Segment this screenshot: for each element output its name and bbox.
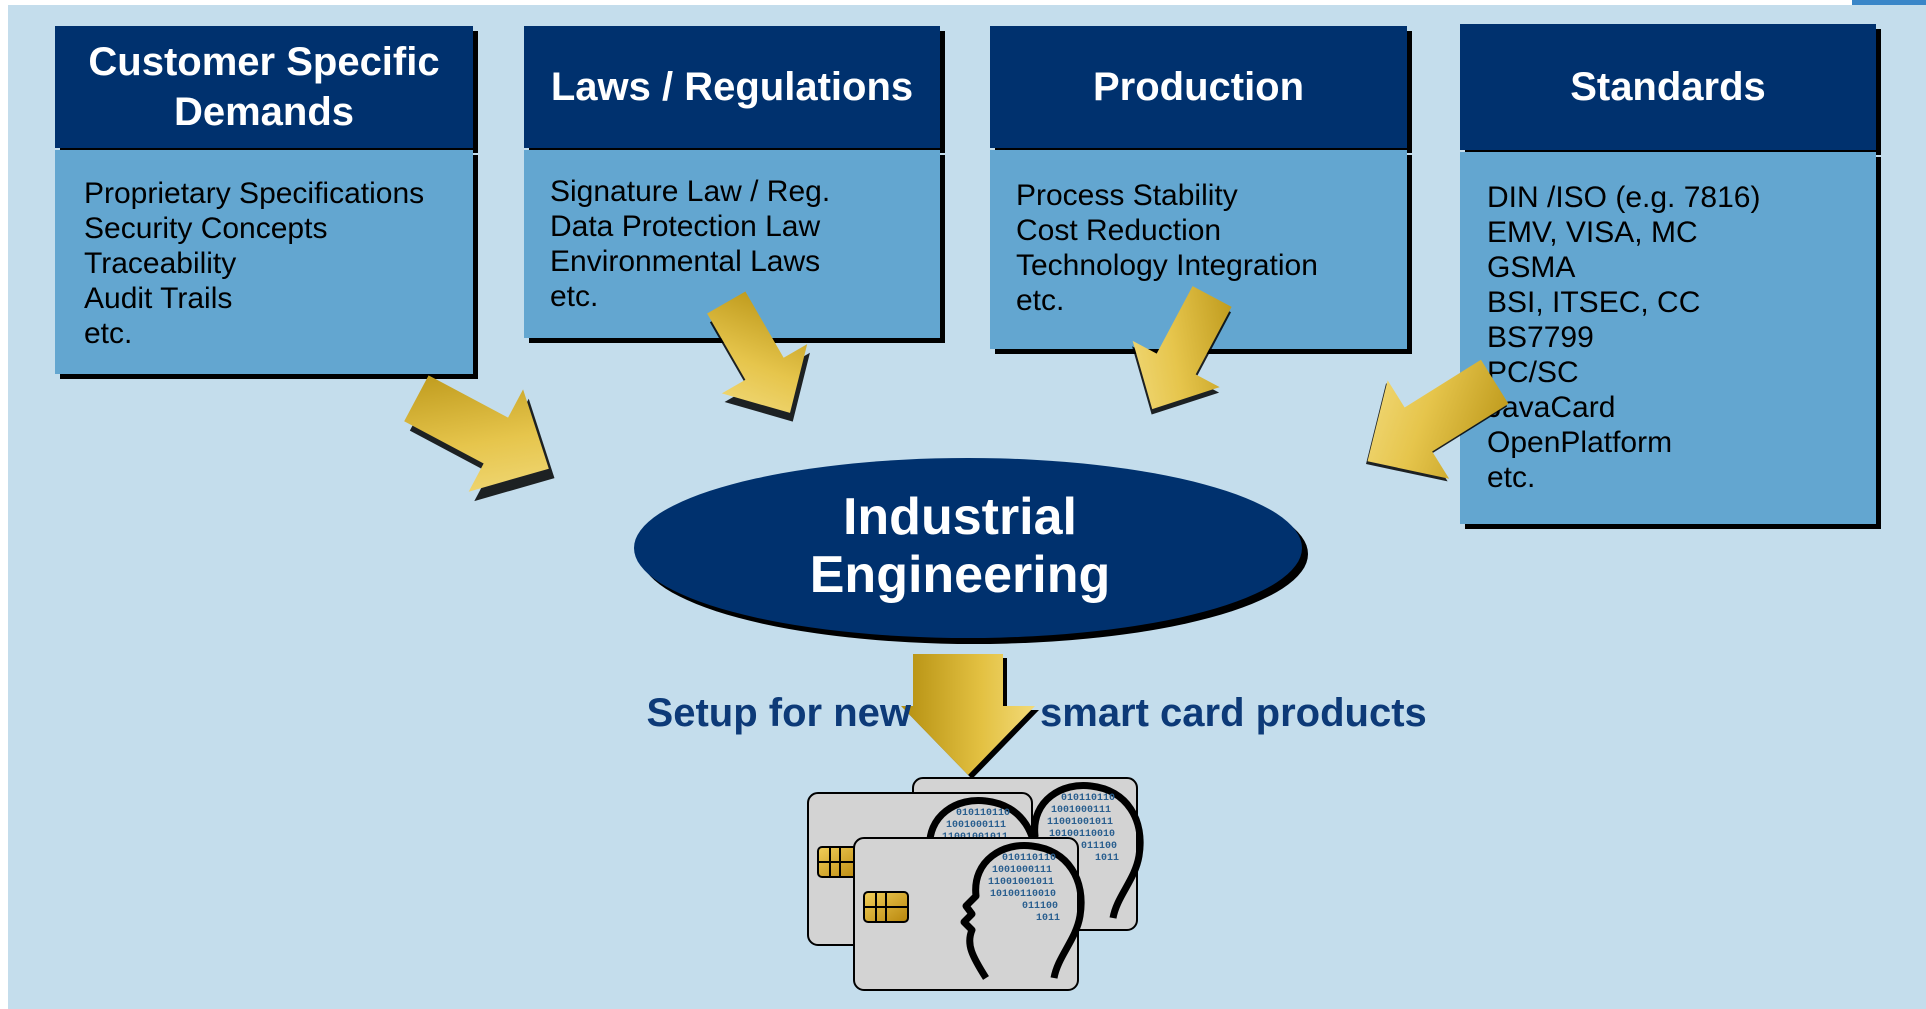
list-item: Signature Law / Reg.: [550, 175, 831, 208]
list-item: etc.: [84, 317, 133, 350]
title-line: Industrial: [842, 488, 1077, 546]
list-item: DIN /ISO (e.g. 7816): [1487, 181, 1761, 214]
list-item: etc.: [1487, 461, 1536, 494]
list-item: BSI, ITSEC, CC: [1487, 286, 1701, 319]
box-title: Production: [1092, 65, 1305, 109]
box-customer-demands: Customer Specific Demands Proprietary Sp…: [55, 26, 473, 374]
list-item: Technology Integration: [1016, 249, 1318, 282]
list-item: Audit Trails: [84, 282, 233, 315]
list-item: GSMA: [1487, 251, 1576, 284]
caption-right: smart card products: [1040, 691, 1427, 735]
gold-arrow-icon: [1108, 273, 1256, 438]
box-title: Standards: [1570, 65, 1766, 109]
list-item: OpenPlatform: [1487, 426, 1673, 459]
item-list: DIN /ISO (e.g. 7816) EMV, VISA, MC GSMA …: [1460, 152, 1876, 495]
list-item: Cost Reduction: [1016, 214, 1222, 247]
box-header: Production: [990, 26, 1407, 148]
list-item: Process Stability: [1016, 179, 1238, 212]
binary-text: 1001000111: [1051, 805, 1111, 816]
gold-arrow-icon: [389, 347, 582, 530]
title-line: Engineering: [809, 546, 1111, 604]
binary-text: 010110110: [1002, 853, 1056, 864]
binary-text: 11001001011: [988, 877, 1054, 888]
list-item: etc.: [550, 280, 599, 313]
box-title: Customer Specific Demands: [88, 40, 440, 134]
industrial-engineering-ellipse: [634, 458, 1308, 644]
list-item: Data Protection Law: [550, 210, 821, 243]
box-body: Proprietary Specifications Security Conc…: [55, 150, 473, 374]
list-item: etc.: [1016, 284, 1065, 317]
box-header: Laws / Regulations: [524, 26, 940, 148]
box-header: Standards: [1460, 24, 1876, 150]
binary-text: 011100: [1022, 901, 1058, 912]
gold-arrow-icon: [901, 654, 1039, 779]
binary-text: 1001000111: [946, 820, 1006, 831]
chip-icon: [863, 891, 909, 923]
box-standards: Standards DIN /ISO (e.g. 7816) EMV, VISA…: [1460, 24, 1876, 524]
binary-text: 1001000111: [992, 865, 1052, 876]
box-title: Laws / Regulations: [550, 65, 914, 109]
gold-arrow-icon: [683, 277, 836, 447]
list-item: PC/SC: [1487, 356, 1579, 389]
gold-arrow-icon: [1335, 332, 1526, 514]
box-body: Signature Law / Reg. Data Protection Law…: [524, 150, 940, 338]
binary-text: 010110110: [956, 808, 1010, 819]
list-item: Security Concepts: [84, 212, 328, 245]
list-item: Traceability: [84, 247, 237, 280]
box-header: Customer Specific Demands: [55, 26, 473, 148]
box-laws-regulations: Laws / Regulations Signature Law / Reg. …: [524, 26, 940, 338]
list-item: Environmental Laws: [550, 245, 821, 278]
item-list: Proprietary Specifications Security Conc…: [55, 150, 473, 351]
binary-text: 011100: [1081, 841, 1117, 852]
binary-text: 11001001011: [1047, 817, 1113, 828]
binary-text: 1011: [1036, 913, 1060, 924]
item-list: Process Stability Cost Reduction Technol…: [990, 150, 1407, 318]
list-item: BS7799: [1487, 321, 1594, 354]
binary-text: 010110110: [1061, 793, 1115, 804]
list-item: JavaCard: [1487, 391, 1616, 424]
box-body: DIN /ISO (e.g. 7816) EMV, VISA, MC GSMA …: [1460, 152, 1876, 524]
binary-text: 1011: [1095, 853, 1119, 864]
item-list: Signature Law / Reg. Data Protection Law…: [524, 150, 940, 314]
smart-card-icon: 010110110 1001000111 11001001011 1010011…: [807, 777, 1144, 991]
binary-text: 10100110010: [1049, 829, 1115, 840]
list-item: EMV, VISA, MC: [1487, 216, 1698, 249]
head-profile-icon: [960, 841, 1085, 980]
corner-accent: [1852, 0, 1926, 5]
list-item: Proprietary Specifications: [84, 177, 425, 210]
binary-text: 10100110010: [990, 889, 1056, 900]
caption-left: Setup for new: [646, 691, 911, 735]
